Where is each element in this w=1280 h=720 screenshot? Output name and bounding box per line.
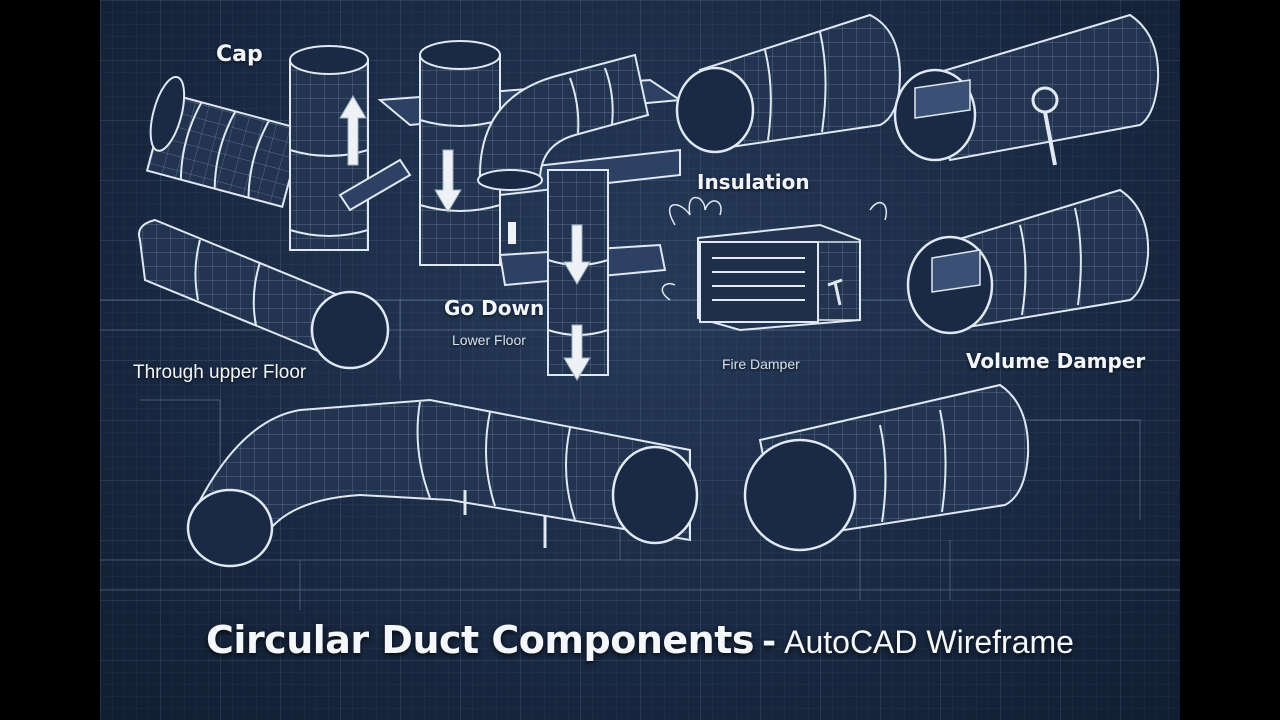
cap-riser: [289, 45, 369, 251]
label-through-upper-floor: Through upper Floor: [133, 362, 307, 383]
title-subtitle: AutoCAD Wireframe: [784, 624, 1074, 660]
label-go-down: Go Down: [444, 296, 545, 320]
blueprint-canvas: Cap Insulation Go Down Lower Floor Throu…: [100, 0, 1180, 720]
through-floor-duct: [138, 218, 390, 370]
arrow-down-icon: [434, 149, 462, 213]
label-insulation: Insulation: [697, 170, 810, 194]
fire-damper-box: [661, 196, 887, 332]
go-down-riser: [547, 169, 609, 381]
arrow-down-icon: [563, 324, 591, 381]
page-title: Circular Duct Components-AutoCAD Wirefra…: [100, 618, 1180, 662]
label-cap: Cap: [216, 42, 263, 67]
title-separator: -: [761, 622, 777, 662]
arrow-up-icon: [339, 95, 367, 166]
top-elbow-duct: [477, 53, 650, 191]
bottom-right-duct: [743, 383, 1030, 552]
upper-left-duct: [145, 75, 305, 208]
bottom-elbow-duct: [186, 398, 699, 568]
duct-illustration: [100, 13, 1180, 610]
arrow-down-icon: [563, 224, 591, 285]
volume-damper-duct: [906, 188, 1150, 335]
label-lower-floor: Lower Floor: [452, 332, 526, 348]
label-volume-damper: Volume Damper: [966, 349, 1146, 373]
title-main: Circular Duct Components: [206, 618, 754, 662]
label-fire-damper: Fire Damper: [722, 356, 800, 372]
damper-duct-top: [893, 13, 1160, 166]
straight-duct-top: [675, 13, 902, 154]
